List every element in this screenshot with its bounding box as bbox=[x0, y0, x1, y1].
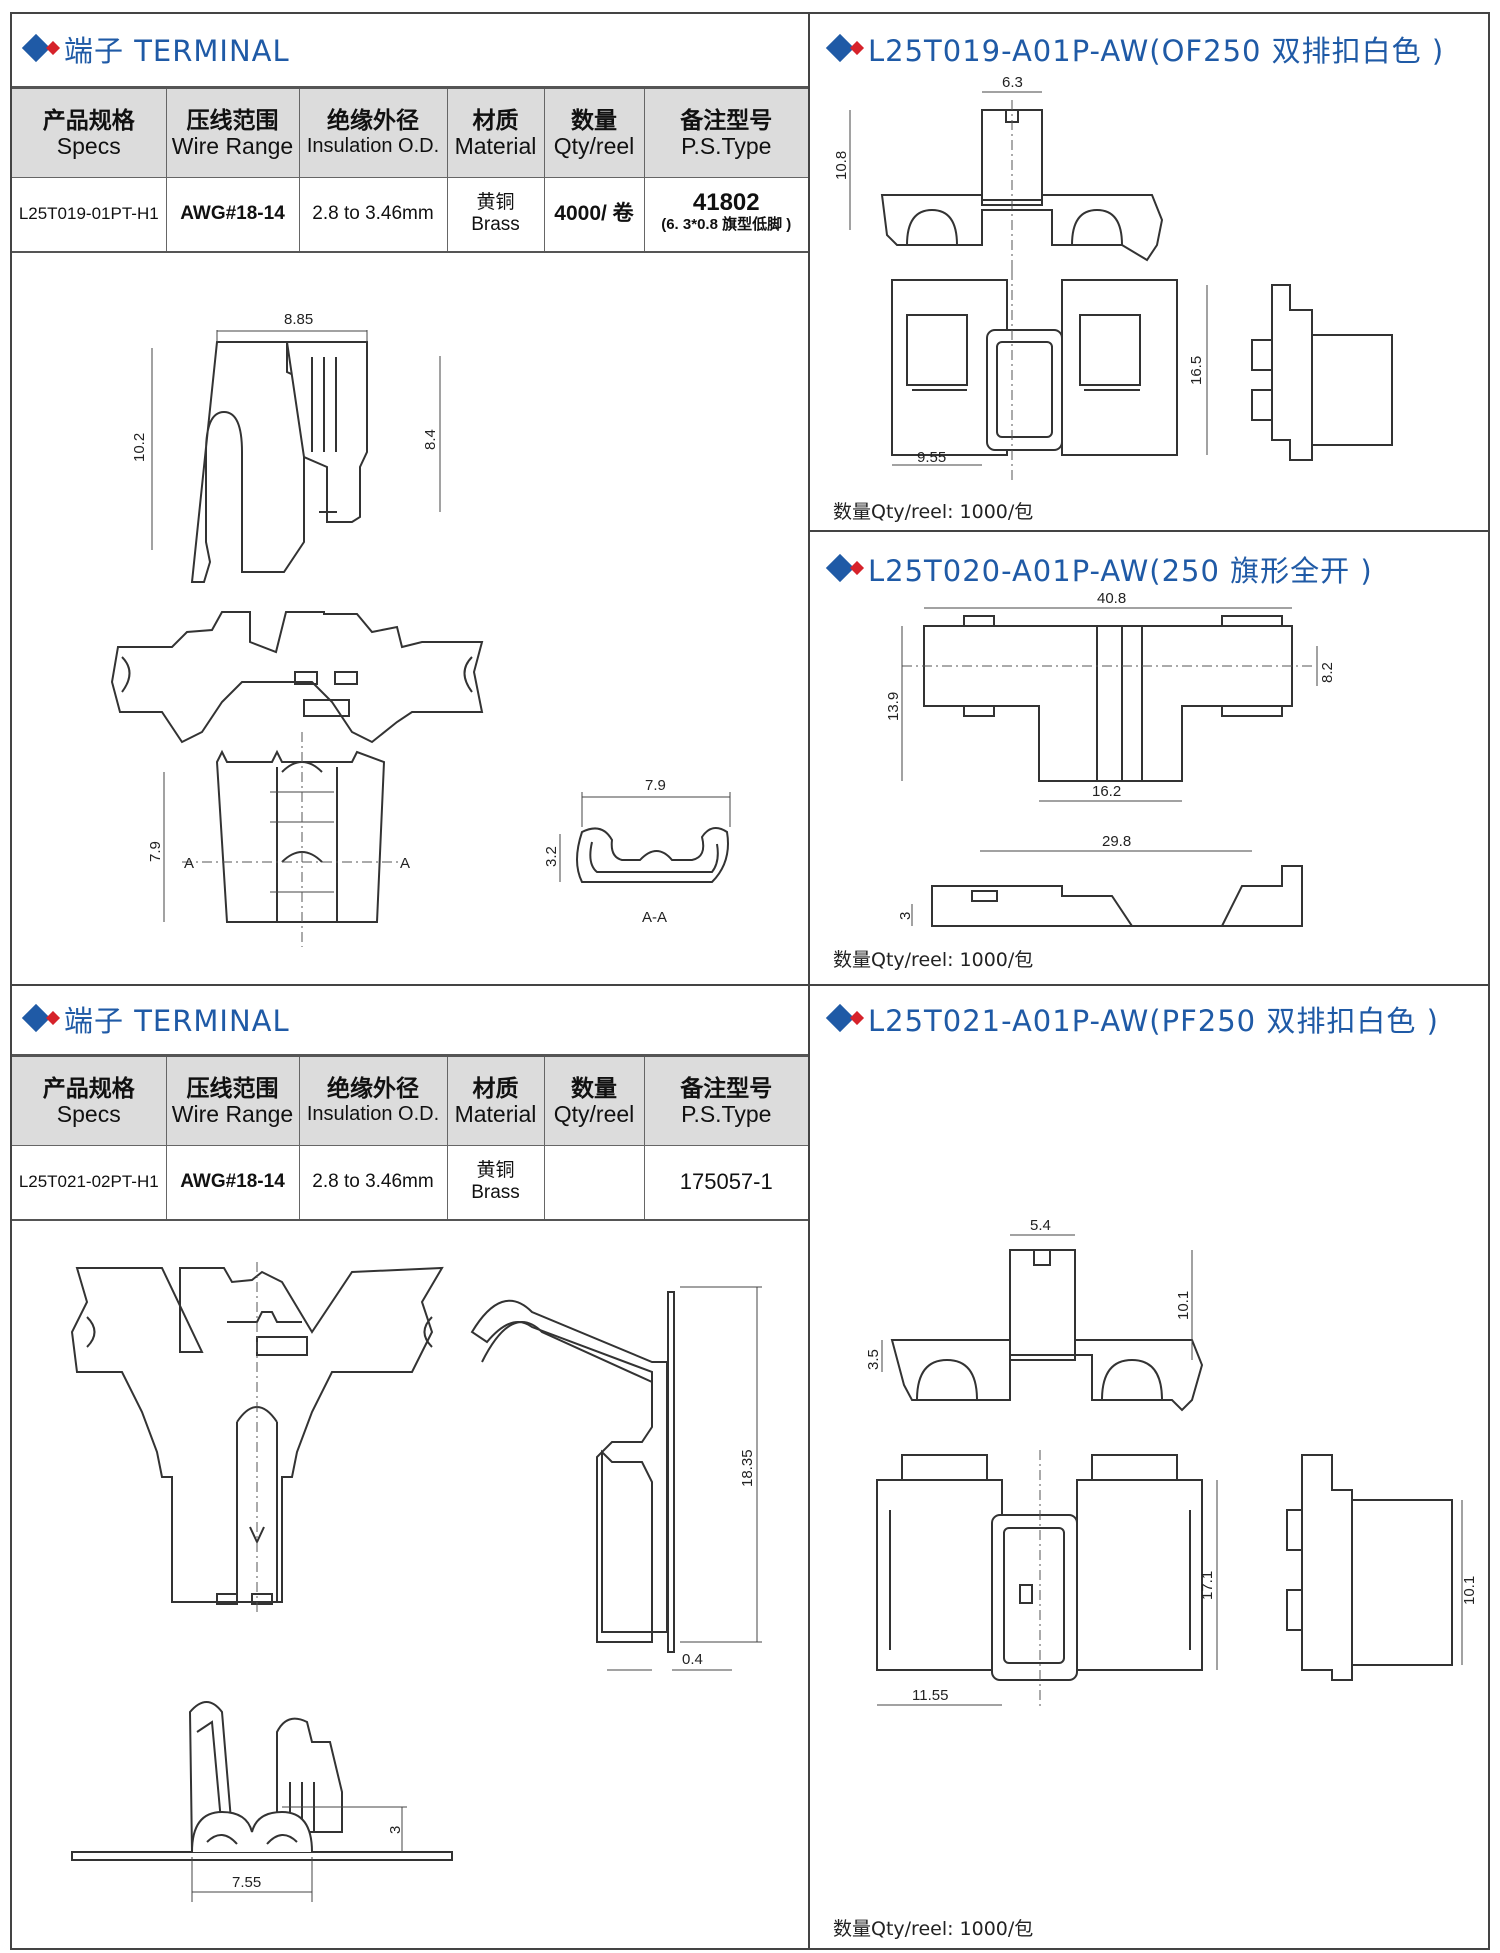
section-title-bottom-left: 端子 TERMINAL bbox=[22, 998, 290, 1040]
dim-7-55: 7.55 bbox=[232, 1874, 261, 1891]
section-mark-a-right: A bbox=[400, 855, 410, 872]
right-horizontal-divider-bottom bbox=[808, 984, 1490, 986]
diamond-icon bbox=[826, 556, 860, 582]
dim-16-5: 16.5 bbox=[1188, 356, 1205, 385]
drawing-housing-l25t020: 40.8 13.9 8.2 16.2 29.8 3 bbox=[885, 590, 1336, 927]
vertical-divider bbox=[808, 12, 810, 1950]
dim-10-2: 10.2 bbox=[131, 433, 148, 462]
left-horizontal-divider bbox=[10, 984, 808, 986]
qty-label-top-right-1: 数量Qty/reel: 1000/包 bbox=[833, 501, 1034, 523]
drawing-housing-l25t021: 5.4 10.1 3.5 17.1 11.55 10.1 bbox=[865, 1217, 1478, 1710]
dim-9-55: 9.55 bbox=[917, 449, 946, 466]
dim-5-4: 5.4 bbox=[1030, 1217, 1051, 1234]
cell-qty bbox=[544, 1145, 645, 1220]
dim-29-8: 29.8 bbox=[1102, 833, 1131, 850]
section-title-bottom-right: L25T021-A01P-AW(PF250 双排扣白色 ) bbox=[826, 998, 1439, 1040]
dim-16-2: 16.2 bbox=[1092, 783, 1121, 800]
cell-insulation: 2.8 to 3.46mm bbox=[299, 177, 448, 252]
dim-7-9-section: 7.9 bbox=[645, 777, 666, 794]
page-frame bbox=[10, 12, 1490, 1950]
section-mark-a-left: A bbox=[184, 855, 194, 872]
dim-10-1-side: 10.1 bbox=[1461, 1576, 1478, 1605]
dim-3-terminal: 3 bbox=[387, 1826, 404, 1834]
cell-insulation: 2.8 to 3.46mm bbox=[299, 1145, 448, 1220]
section-title-top-right-1: L25T019-A01P-AW(OF250 双排扣白色 ) bbox=[826, 28, 1444, 70]
cell-type: 175057-1 bbox=[679, 1169, 773, 1195]
qty-label-top-right-2: 数量Qty/reel: 1000/包 bbox=[833, 949, 1034, 971]
dim-13-9: 13.9 bbox=[885, 692, 902, 721]
drawing-terminal-l25t021: 18.35 0.4 3 7.55 bbox=[70, 1262, 762, 1902]
cell-wire-range: AWG#18-14 bbox=[166, 1145, 300, 1220]
dim-6-3: 6.3 bbox=[1002, 74, 1023, 91]
table-row: L25T021-02PT-H1 AWG#18-14 2.8 to 3.46mm … bbox=[12, 1145, 808, 1220]
dim-0-4: 0.4 bbox=[682, 1651, 703, 1668]
dim-18-35: 18.35 bbox=[739, 1449, 756, 1487]
diamond-icon bbox=[22, 36, 56, 62]
cell-specs: L25T019-01PT-H1 bbox=[12, 177, 167, 252]
dim-7-9-height: 7.9 bbox=[147, 841, 164, 862]
diamond-icon bbox=[22, 1006, 56, 1032]
section-title-top-right-2: L25T020-A01P-AW(250 旗形全开 ) bbox=[826, 548, 1373, 590]
dim-40-8: 40.8 bbox=[1097, 590, 1126, 607]
section-title-text: 端子 TERMINAL bbox=[64, 1004, 290, 1038]
dim-17-1: 17.1 bbox=[1199, 1571, 1216, 1600]
section-title-top-left: 端子 TERMINAL bbox=[22, 28, 290, 70]
dim-3: 3 bbox=[897, 912, 914, 920]
cell-wire-range: AWG#18-14 bbox=[166, 177, 300, 252]
drawing-terminal-l25t019: 8.85 10.2 8.4 7.9 A A 7.9 3.2 A-A bbox=[110, 311, 731, 947]
dim-10-8: 10.8 bbox=[833, 151, 850, 180]
section-title-text: 端子 TERMINAL bbox=[64, 34, 290, 68]
diamond-icon bbox=[826, 1006, 860, 1032]
qty-label-bottom-right: 数量Qty/reel: 1000/包 bbox=[833, 1918, 1034, 1940]
dim-8-85: 8.85 bbox=[284, 311, 313, 328]
cell-qty: 4000/ 卷 bbox=[544, 177, 645, 252]
section-label-aa: A-A bbox=[642, 909, 667, 926]
drawing-housing-l25t019: 6.3 10.8 16.5 9.55 bbox=[833, 74, 1393, 480]
section-title-text: L25T019-A01P-AW(OF250 双排扣白色 ) bbox=[868, 34, 1445, 68]
dim-11-55: 11.55 bbox=[912, 1687, 948, 1704]
right-horizontal-divider-top bbox=[808, 530, 1490, 532]
dim-3-5: 3.5 bbox=[865, 1349, 882, 1370]
table-row: L25T019-01PT-H1 AWG#18-14 2.8 to 3.46mm … bbox=[12, 177, 808, 252]
cell-type: 41802(6. 3*0.8 旗型低脚 ) bbox=[661, 189, 792, 234]
section-title-text: L25T021-A01P-AW(PF250 双排扣白色 ) bbox=[868, 1004, 1439, 1038]
cell-specs: L25T021-02PT-H1 bbox=[12, 1145, 167, 1220]
section-title-text: L25T020-A01P-AW(250 旗形全开 ) bbox=[868, 554, 1373, 588]
dim-10-1-top: 10.1 bbox=[1175, 1291, 1192, 1320]
diamond-icon bbox=[826, 36, 860, 62]
dim-8-4: 8.4 bbox=[422, 429, 439, 450]
dim-8-2: 8.2 bbox=[1319, 662, 1336, 683]
dim-3-2: 3.2 bbox=[543, 846, 560, 867]
